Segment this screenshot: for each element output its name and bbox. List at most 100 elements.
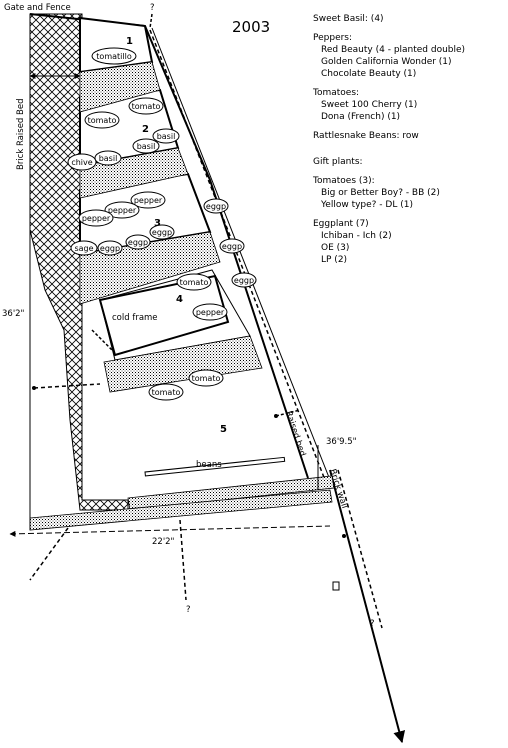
plant-label: basil	[99, 154, 118, 163]
brick-wall-line	[329, 469, 406, 744]
plant-label: eggp	[152, 228, 172, 237]
bed-number-5: 5	[220, 424, 227, 435]
beans-row	[144, 456, 286, 477]
plant-label: tomatillo	[96, 52, 132, 61]
plant-eggp: eggp	[125, 234, 151, 250]
legend-line: Sweet 100 Cherry (1)	[321, 100, 417, 110]
brick-wall-dashed	[337, 469, 383, 629]
plant-sage: sage	[70, 240, 98, 256]
plant-label: eggp	[128, 238, 148, 247]
bed-number-1: 1	[126, 36, 133, 47]
plant-eggp: eggp	[231, 272, 257, 288]
question-right: ?	[370, 619, 375, 629]
plant-label: tomato	[180, 278, 209, 287]
plant-label: basil	[157, 132, 176, 141]
dim-bottom-label: 22'2"	[152, 537, 175, 547]
plant-tomato: tomato	[128, 97, 164, 115]
plant-label: tomato	[152, 388, 181, 397]
survey-dash-2	[33, 383, 101, 389]
brick-raised-bed-label: Brick Raised Bed	[16, 99, 26, 171]
marker-dot-1	[32, 386, 36, 390]
plant-label: tomato	[132, 102, 161, 111]
survey-dash-4	[179, 519, 187, 601]
plant-eggp: eggp	[203, 198, 229, 214]
plant-tomatillo: tomatillo	[91, 47, 137, 65]
legend-line: Red Beauty (4 - planted double)	[321, 45, 465, 55]
legend-line: Ichiban - Ich (2)	[321, 231, 392, 241]
legend-line: Eggplant (7)	[313, 219, 369, 229]
bed-number-2: 2	[142, 124, 149, 135]
plants-layer: tomatillo tomato tomato basil basil chiv…	[67, 47, 257, 401]
plant-tomato: tomato	[176, 273, 212, 291]
plant-chive: chive	[67, 153, 97, 171]
question-top: ?	[150, 3, 155, 13]
brick-wall-label: Brick wall	[327, 468, 349, 510]
dim-left-label: 36'2"	[2, 309, 25, 319]
beans-label: beans	[196, 460, 222, 470]
plant-label: pepper	[196, 308, 225, 317]
plant-label: eggp	[100, 244, 120, 253]
raised-bed-label: Raised bed	[283, 410, 307, 458]
bed-number-4: 4	[176, 294, 183, 305]
legend-line: Tomatoes (3):	[312, 176, 375, 186]
plant-label: pepper	[108, 206, 137, 215]
plant-eggp: eggp	[97, 240, 123, 256]
plant-label: basil	[137, 142, 156, 151]
bed-number-3: 3	[154, 218, 161, 229]
legend-line: Gift plants:	[313, 157, 363, 167]
wall-post	[332, 581, 340, 591]
legend-line: Chocolate Beauty (1)	[321, 69, 416, 79]
plant-pepper: pepper	[104, 201, 140, 219]
plant-label: chive	[71, 158, 92, 167]
plant-basil: basil	[152, 128, 180, 144]
legend: Sweet Basil: (4)Peppers:Red Beauty (4 - …	[312, 14, 465, 265]
path-strip-1	[79, 61, 161, 113]
path-strip-2	[79, 147, 189, 199]
plant-pepper: pepper	[78, 209, 114, 227]
legend-line: OE (3)	[321, 243, 349, 253]
legend-line: Rattlesnake Beans: row	[313, 131, 419, 141]
question-bottom: ?	[186, 605, 191, 615]
plant-label: eggp	[206, 202, 226, 211]
plant-tomato: tomato	[148, 383, 184, 401]
legend-line: Sweet Basil: (4)	[313, 14, 384, 24]
plant-tomato: tomato	[84, 111, 120, 129]
cold-frame-label: cold frame	[112, 313, 158, 323]
raised-bed-outer-line	[151, 27, 331, 481]
plant-label: pepper	[134, 196, 163, 205]
survey-dash-3	[29, 527, 69, 581]
plant-label: eggp	[222, 242, 242, 251]
marker-dot-3	[342, 534, 346, 538]
plant-eggp: eggp	[219, 238, 245, 254]
cold-frame	[98, 274, 230, 357]
plant-pepper: pepper	[192, 303, 228, 321]
survey-dash-1	[149, 13, 153, 29]
garden-right-edge	[144, 25, 309, 479]
brick-raised-bed	[29, 13, 129, 511]
raised-bed-dashed-line	[149, 29, 326, 481]
survey-dash-5	[275, 409, 301, 417]
marker-dot-2	[274, 414, 278, 418]
year-title: 2003	[232, 18, 270, 36]
plant-label: eggp	[234, 276, 254, 285]
gate-fence-label: Gate and Fence	[4, 3, 71, 13]
legend-line: Yellow type? - DL (1)	[320, 200, 413, 210]
plant-label: pepper	[82, 214, 111, 223]
bottom-path	[127, 475, 335, 511]
plant-eggp: eggp	[149, 224, 175, 240]
plant-label: tomato	[88, 116, 117, 125]
plant-tomato: tomato	[188, 369, 224, 387]
dim-bottom-arrow	[9, 525, 331, 537]
plant-pepper: pepper	[130, 191, 166, 209]
dim-right-label: 36'9.5"	[326, 437, 357, 447]
plant-label: tomato	[192, 374, 221, 383]
legend-line: Dona (French) (1)	[321, 112, 400, 122]
plant-label: sage	[74, 244, 93, 253]
path-strip-4	[103, 335, 263, 393]
legend-line: Big or Better Boy? - BB (2)	[321, 188, 440, 198]
legend-line: LP (2)	[321, 255, 347, 265]
legend-line: Tomatoes:	[312, 88, 359, 98]
legend-line: Golden California Wonder (1)	[321, 57, 452, 67]
plant-basil: basil	[132, 138, 160, 154]
